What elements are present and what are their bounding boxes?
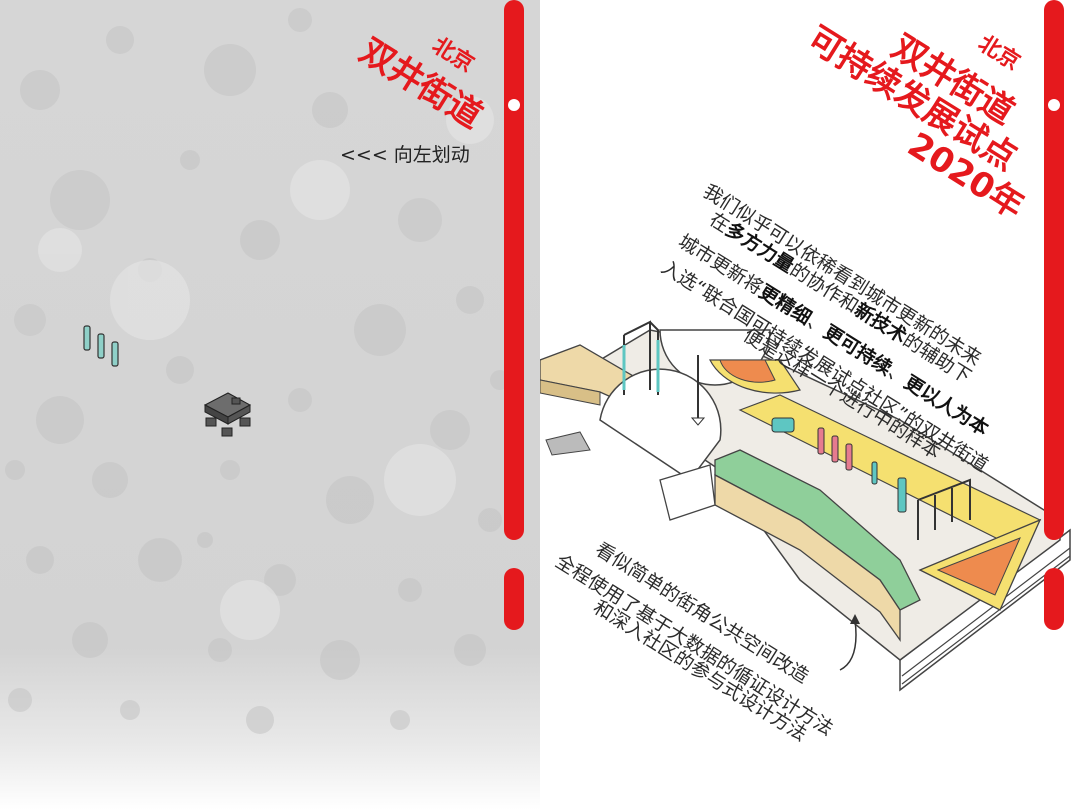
left-panel[interactable]: 北京 双井街道 <<< 向左划动: [0, 0, 540, 810]
bubble-background: [5, 8, 510, 734]
picnic-table-icon: [203, 392, 252, 437]
right-panel[interactable]: 北京 双井街道 可持续发展试点 2020年 我们似乎可以依稀看到城市更新的未来 …: [540, 0, 1080, 810]
isometric-plaza-illustration: [540, 320, 1071, 692]
curved-arrow-icon: [839, 619, 857, 671]
bollard-icon: [83, 325, 119, 367]
swipe-hint[interactable]: <<< 向左划动: [340, 144, 470, 166]
